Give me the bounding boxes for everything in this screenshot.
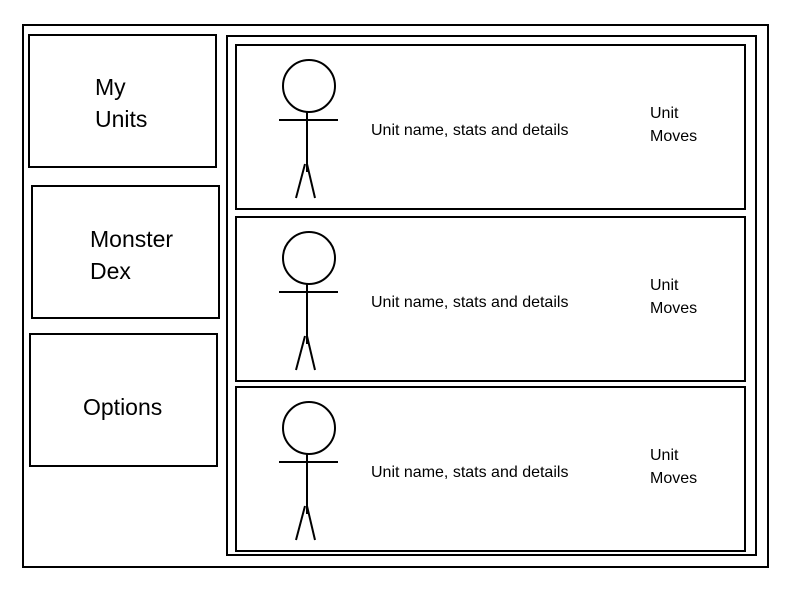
unit-moves[interactable]: Unit Moves xyxy=(650,274,697,320)
app-frame xyxy=(22,24,769,568)
unit-list xyxy=(226,35,757,556)
unit-moves[interactable]: Unit Moves xyxy=(650,102,697,148)
stick-figure-icon xyxy=(279,231,338,371)
options-label: Options xyxy=(83,394,163,420)
unit-moves-label-line1: Unit xyxy=(650,447,679,464)
unit-card[interactable]: Unit name, stats and details Unit Moves xyxy=(235,386,746,552)
stick-figure-icon xyxy=(279,59,338,199)
unit-details: Unit name, stats and details xyxy=(371,464,569,481)
my-units-button[interactable]: My Units xyxy=(28,34,217,168)
options-button[interactable]: Options xyxy=(29,333,218,467)
monster-dex-label: Monster Dex xyxy=(90,226,174,284)
unit-moves-label-line1: Unit xyxy=(650,105,679,122)
unit-moves-label-line2: Moves xyxy=(650,470,698,487)
unit-moves-label-line2: Moves xyxy=(650,128,698,145)
unit-card[interactable]: Unit name, stats and details Unit Moves xyxy=(235,44,746,210)
stick-figure-icon xyxy=(279,401,338,541)
unit-card[interactable]: Unit name, stats and details Unit Moves xyxy=(235,216,746,382)
unit-moves-label-line1: Unit xyxy=(650,277,679,294)
monster-dex-button[interactable]: Monster Dex xyxy=(31,185,220,319)
my-units-label: My Units xyxy=(95,74,148,132)
unit-details: Unit name, stats and details xyxy=(371,294,569,311)
unit-details: Unit name, stats and details xyxy=(371,122,569,139)
unit-moves[interactable]: Unit Moves xyxy=(650,444,697,490)
unit-moves-label-line2: Moves xyxy=(650,300,698,317)
